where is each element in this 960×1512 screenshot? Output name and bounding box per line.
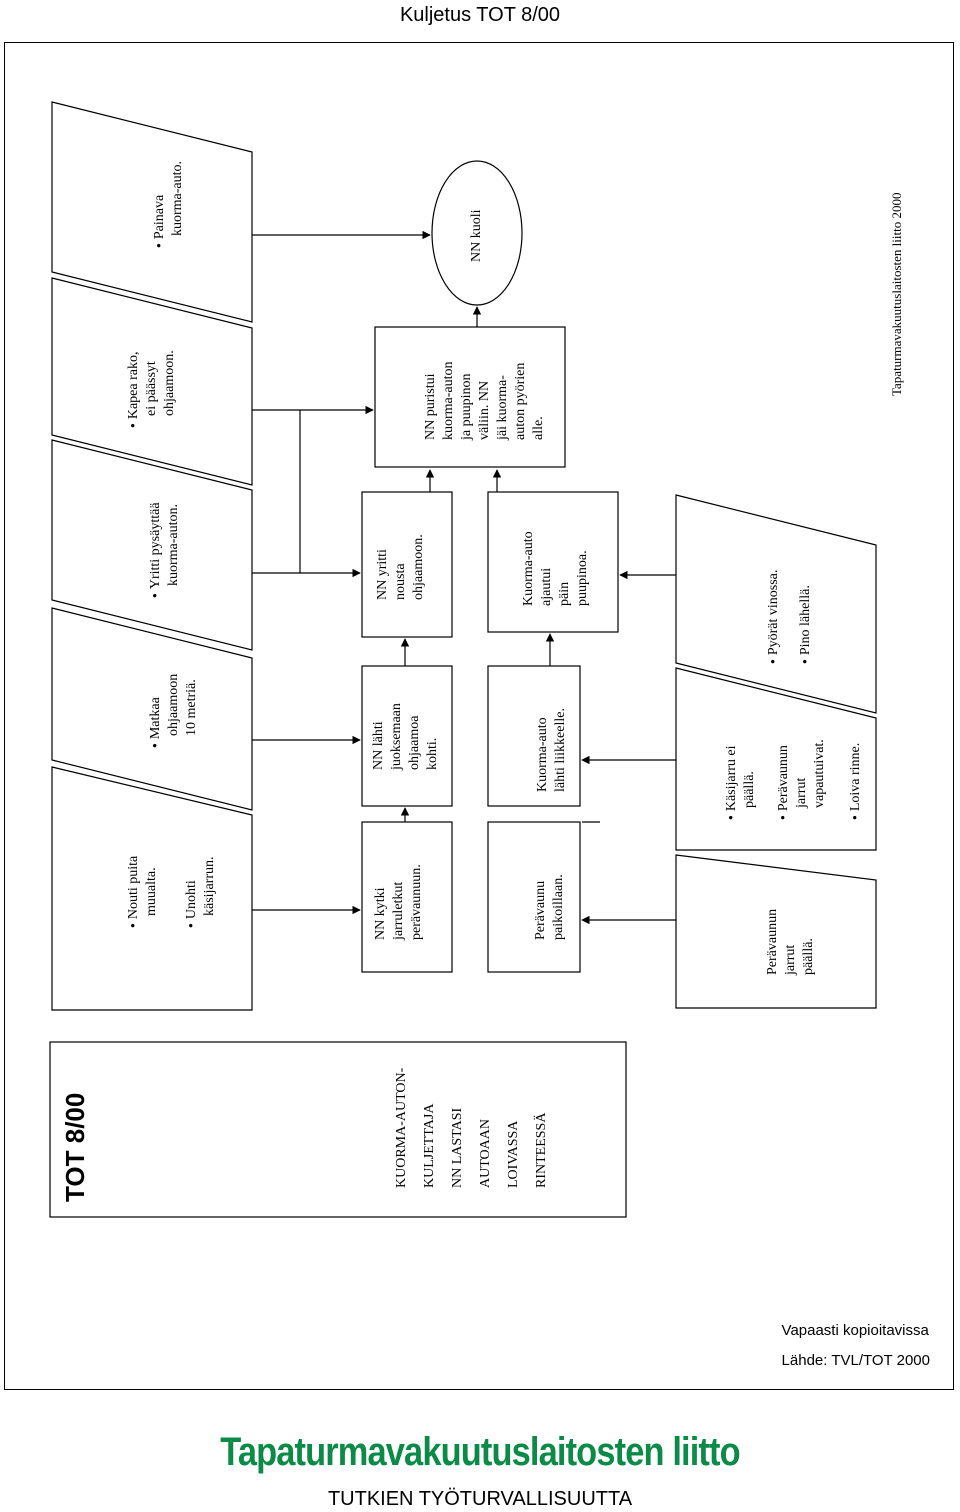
case-title-line: KUORMA-AUTON- xyxy=(394,1067,409,1188)
factor-text-3: Yritti pysäyttää kuorma-auton. xyxy=(146,502,183,598)
factor-text-1b: Unohti käsijarrun. xyxy=(182,857,219,928)
case-box xyxy=(49,1041,627,1218)
outcome-ellipse xyxy=(431,160,523,306)
factor-text-8a: Pyörät vinossa. xyxy=(764,570,783,664)
factor-text-4: Kapea rako, ei päässyt ohjaamoon. xyxy=(124,350,179,428)
arrows xyxy=(252,230,676,925)
factor-box-1 xyxy=(51,766,253,1011)
event-box-3 xyxy=(361,491,453,638)
event-box-6 xyxy=(487,665,581,807)
case-title-line: LOIVASSA xyxy=(506,1120,521,1188)
diagram-frame xyxy=(4,42,954,1390)
factor-text-5: Painava kuorma-auto. xyxy=(150,161,187,248)
factor-box-3 xyxy=(51,439,253,651)
event-text-6: Kuorma-auto lähti liikkeelle. xyxy=(535,708,568,792)
event-box-5 xyxy=(487,821,581,973)
event-box-4 xyxy=(374,326,566,468)
event-text-4: NN puristui kuorma-auton ja puupinon väl… xyxy=(423,361,546,440)
factor-box-7 xyxy=(675,667,877,851)
factor-text-7a: Käsijarru ei päällä. xyxy=(722,745,759,820)
event-text-1: NN kytki jarruletkut perävaunuun. xyxy=(373,864,424,940)
factor-box-6 xyxy=(675,854,877,1009)
page-title: Kuljetus TOT 8/00 xyxy=(399,4,561,26)
event-text-5: Perävaunu paikoillaan. xyxy=(533,874,566,940)
factor-box-2 xyxy=(51,607,253,811)
case-title-line: AUTOAAN xyxy=(478,1119,493,1188)
case-id: TOT 8/00 xyxy=(60,1092,90,1202)
factor-text-1: Nouti puita muualta. xyxy=(124,856,161,928)
factor-box-4 xyxy=(51,277,253,486)
event-box-1 xyxy=(361,821,453,973)
brand-logo-text: Tapaturmavakuutuslaitosten liitto xyxy=(220,1430,740,1474)
footer-line-2: Lähde: TVL/TOT 2000 xyxy=(781,1352,930,1369)
event-box-7 xyxy=(487,491,619,633)
factor-text-6: Perävaunun jarrut päällä. xyxy=(765,908,816,975)
case-title-line: NN LASTASI xyxy=(450,1107,465,1188)
footer: Vapaasti kopioitavissa Lähde: TVL/TOT 20… xyxy=(782,1316,930,1376)
footer-line-1: Vapaasti kopioitavissa xyxy=(781,1322,929,1339)
case-title-line: RINTEESSÄ xyxy=(534,1112,549,1188)
event-box-2 xyxy=(361,665,453,807)
event-text-7: Kuorma-auto ajautui päin puupinoa. xyxy=(521,531,590,606)
side-credit: Tapaturmavakuutuslaitosten liitto 2000 xyxy=(889,192,904,396)
factor-text-7b: Perävaunun jarrut vapautuivat. xyxy=(774,739,829,820)
event-text-2: NN lähti juoksemaan ohjaamoa kohti. xyxy=(371,703,440,770)
factor-box-8 xyxy=(675,494,877,714)
event-text-3: NN yritti nousta ohjaamoon. xyxy=(375,534,426,600)
factor-text-2: Matkaa ohjaamoon 10 metriä. xyxy=(146,674,201,748)
factor-text-7c: Loiva rinne. xyxy=(846,743,865,820)
outcome-label: NN kuoli xyxy=(469,209,484,263)
case-title-line: KULJETTAJA xyxy=(422,1103,437,1188)
factor-text-8b: Pino lähellä. xyxy=(796,585,815,664)
brand-tagline: TUTKIEN TYÖTURVALLISUUTTA xyxy=(327,1488,633,1510)
factor-box-5 xyxy=(51,101,253,323)
case-title: KUORMA-AUTON- KULJETTAJA NN LASTASI AUTO… xyxy=(388,1068,556,1188)
